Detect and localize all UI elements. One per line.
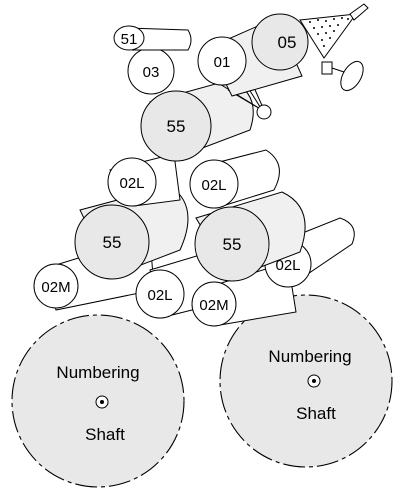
- roller-label: 02M: [41, 279, 70, 296]
- roller-03: 03: [127, 47, 175, 95]
- roller-label: 02L: [201, 177, 226, 194]
- roller-label: 01: [214, 54, 231, 71]
- roller-label: 05: [278, 33, 297, 52]
- roller-label: 03: [143, 64, 160, 81]
- roller-01: 01: [197, 36, 247, 86]
- roller-02l-a: 02L: [107, 153, 181, 207]
- roller-label: 02M: [199, 297, 228, 314]
- roller-51: 51: [113, 25, 192, 51]
- roller-label: 55: [103, 233, 122, 252]
- roller-05-end: 05: [251, 13, 309, 71]
- roller-label: 55: [167, 117, 186, 136]
- roller-label: 02L: [119, 175, 144, 192]
- roller-label: 02L: [275, 257, 300, 274]
- numbering-shaft-left-label-2: Shaft: [85, 425, 125, 444]
- roller-55-mid: 55: [194, 191, 306, 282]
- numbering-shaft-right-label-1: Numbering: [268, 347, 351, 366]
- numbering-shaft-right: Numbering Shaft: [219, 294, 393, 468]
- roller-label: 55: [223, 235, 242, 254]
- roller-55-top: 55: [140, 79, 254, 162]
- roller-02l-b: 02L: [189, 149, 280, 209]
- roller-label: 51: [121, 31, 138, 48]
- numbering-shaft-left-label-1: Numbering: [56, 363, 139, 382]
- ink-fountain: [299, 3, 369, 59]
- numbering-shaft-left: Numbering Shaft: [11, 314, 185, 488]
- pivot-icon: [256, 104, 272, 120]
- fountain-adjust-knob-icon: [321, 60, 364, 92]
- roller-label: 02L: [147, 287, 172, 304]
- numbering-shaft-right-label-2: Shaft: [296, 404, 336, 423]
